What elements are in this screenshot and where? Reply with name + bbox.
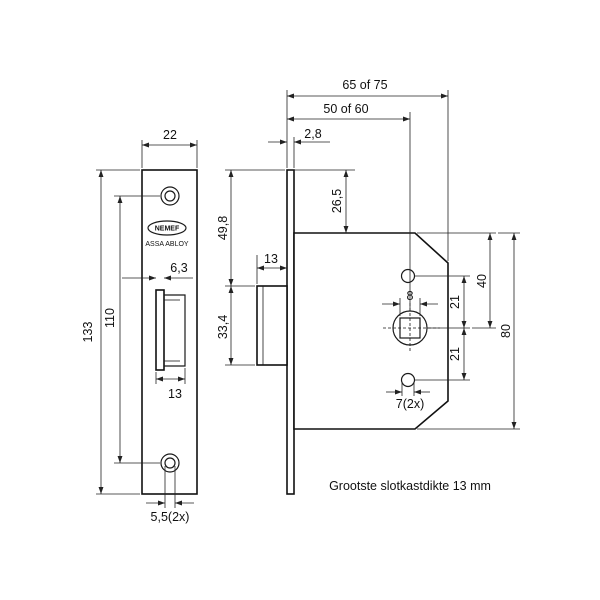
- dim-latch-width: 6,3: [122, 261, 193, 281]
- dim-label-50-of-60: 50 of 60: [323, 102, 368, 116]
- dim-label-80: 80: [499, 324, 513, 338]
- case-thickness-note: Grootste slotkastdikte 13 mm: [329, 479, 491, 493]
- dim-top-offset: 26,5: [289, 169, 355, 233]
- dim-label-22: 22: [163, 128, 177, 142]
- dim-latch-projection-side: 13: [256, 252, 287, 284]
- brand-logo: NEMEF ASSA ABLOY: [145, 220, 189, 248]
- dim-label-110: 110: [103, 308, 117, 328]
- dim-depth-total: 65 of 75: [286, 78, 449, 261]
- dim-spindle: 8: [382, 289, 438, 316]
- dim-label-21-upper: 21: [448, 295, 462, 309]
- dim-case-height: 80: [417, 232, 520, 430]
- dim-label-8: 8: [407, 289, 414, 303]
- lock-body: [293, 232, 449, 430]
- latch-bolt-side: [256, 285, 288, 366]
- dim-label-13-side: 13: [264, 252, 278, 266]
- upper-case-hole: [400, 268, 416, 284]
- lower-case-hole: [400, 372, 416, 388]
- dim-label-21-lower: 21: [448, 347, 462, 361]
- dim-latch-projection: 13: [155, 368, 186, 401]
- dim-label-7-2x: 7(2x): [396, 397, 424, 411]
- dim-label-2-8: 2,8: [304, 127, 321, 141]
- dim-latch-top: 49,8: [216, 169, 285, 287]
- logo-text: NEMEF: [155, 226, 180, 233]
- top-screw-hole: [160, 186, 180, 206]
- dim-hole-spacing: 110: [103, 195, 160, 464]
- dim-label-40: 40: [475, 274, 489, 288]
- faceplate-view: NEMEF ASSA ABLOY 22 133: [81, 128, 198, 524]
- dim-label-26-5: 26,5: [330, 189, 344, 213]
- dim-faceplate-width: 22: [141, 128, 198, 168]
- dim-label-5-5: 5,5(2x): [151, 510, 190, 524]
- latch-bolt-front: [155, 289, 186, 371]
- dim-label-49-8: 49,8: [216, 216, 230, 240]
- forend-strip: [286, 169, 295, 495]
- dim-label-65-of-75: 65 of 75: [342, 78, 387, 92]
- bottom-screw-hole: [160, 453, 180, 473]
- faceplate-outline: [141, 169, 198, 495]
- logo-subtext: ASSA ABLOY: [145, 241, 189, 248]
- dim-hole-spacing-case: 21 21: [415, 275, 470, 381]
- dim-case-hole: 7(2x): [386, 383, 430, 411]
- dim-total-height: 133: [81, 169, 140, 495]
- dim-backset: 50 of 60: [287, 102, 411, 311]
- dim-latch-height: 33,4: [216, 286, 255, 366]
- dim-half-height: 40: [417, 232, 496, 329]
- dim-screw-hole: 5,5(2x): [146, 466, 194, 524]
- dim-forend-thickness: 2,8: [268, 127, 330, 168]
- dim-label-13-front: 13: [168, 387, 182, 401]
- dim-label-33-4: 33,4: [216, 315, 230, 339]
- lockcase-view: 65 of 75 50 of 60 2,8 26,5 49,8: [216, 78, 520, 495]
- dim-label-6-3: 6,3: [170, 261, 187, 275]
- dim-label-133: 133: [81, 322, 95, 343]
